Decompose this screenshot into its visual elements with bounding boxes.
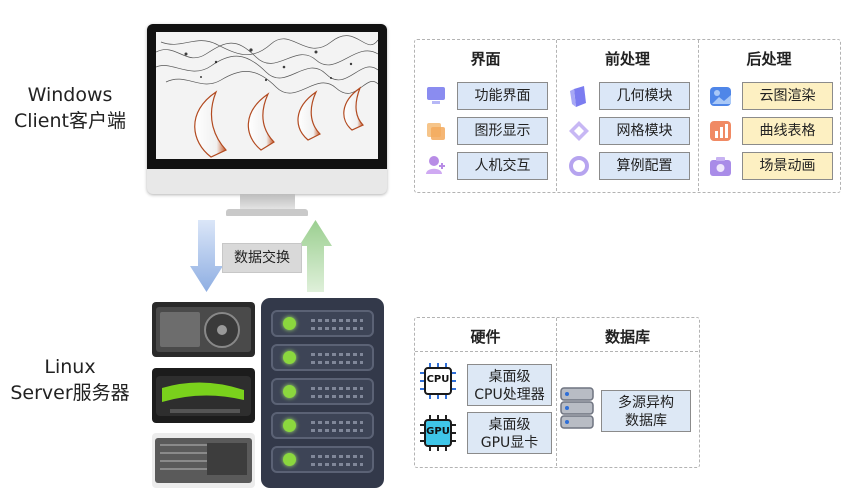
- item-desktop-cpu-line2: CPU处理器: [474, 387, 545, 403]
- data-exchange-arrows: [190, 220, 332, 292]
- item-multisource-database-line2: 数据库: [625, 413, 667, 429]
- rack-unit: [271, 446, 374, 473]
- item-multisource-database-line1: 多源异构: [618, 395, 674, 411]
- rack-unit: [271, 310, 374, 337]
- column-divider: [698, 40, 699, 191]
- monitor-stand-neck: [240, 194, 295, 210]
- item-desktop-gpu: 桌面级 GPU显卡: [467, 412, 552, 454]
- item-case-configuration: 算例配置: [599, 152, 690, 180]
- user-add-icon: [426, 156, 445, 174]
- cpu-chip-icon: CPU: [420, 363, 456, 399]
- status-led-icon: [283, 453, 296, 466]
- column-title-database: 数据库: [604, 328, 650, 346]
- gpu-card-3: [152, 433, 255, 488]
- cuboid-icon: [570, 86, 586, 107]
- server-rack: [261, 298, 384, 488]
- item-human-interaction: 人机交互: [457, 152, 548, 180]
- database-icon: [560, 387, 594, 429]
- item-desktop-gpu-line1: 桌面级: [488, 417, 531, 433]
- item-function-ui: 功能界面: [457, 82, 548, 110]
- item-curve-table: 曲线表格: [742, 117, 833, 145]
- simulation-render-image: [156, 32, 378, 159]
- column-divider: [556, 40, 557, 191]
- column-title-postprocess: 后处理: [746, 50, 792, 68]
- item-scene-animation: 场景动画: [742, 152, 833, 180]
- client-label: Windows Client客户端: [0, 82, 140, 134]
- gpu-card-2: [152, 368, 255, 423]
- server-label-line1: Linux: [44, 356, 96, 378]
- bar-chart-icon: [710, 121, 731, 141]
- item-graphics-display: 图形显示: [457, 117, 548, 145]
- image-icon: [427, 123, 445, 140]
- item-desktop-cpu: 桌面级 CPU处理器: [467, 364, 552, 406]
- item-desktop-gpu-line2: GPU显卡: [480, 435, 539, 451]
- status-led-icon: [283, 419, 296, 432]
- cpu-chip-label: CPU: [426, 374, 450, 385]
- status-led-icon: [283, 351, 296, 364]
- item-contour-rendering: 云图渲染: [742, 82, 833, 110]
- item-geometry-module: 几何模块: [599, 82, 690, 110]
- server-label-line2: Server服务器: [10, 382, 130, 404]
- item-mesh-module: 网格模块: [599, 117, 690, 145]
- column-title-preprocess: 前处理: [604, 50, 650, 68]
- rack-unit: [271, 344, 374, 371]
- monitor-icon: [427, 87, 445, 104]
- rack-unit: [271, 378, 374, 405]
- gpu-card-1: [152, 302, 255, 357]
- gpu-chip-icon: GPU: [420, 415, 456, 451]
- header-divider: [415, 351, 698, 352]
- ring-icon: [569, 156, 589, 176]
- item-multisource-database: 多源异构 数据库: [601, 390, 691, 432]
- column-divider: [556, 318, 557, 466]
- down-arrow-icon: [190, 220, 223, 292]
- cloud-image-icon: [710, 87, 731, 106]
- monitor-stand-base: [226, 209, 308, 216]
- client-label-line2: Client客户端: [13, 110, 126, 132]
- column-title-ui: 界面: [470, 50, 501, 68]
- status-led-icon: [283, 317, 296, 330]
- diamond-icon: [569, 121, 589, 141]
- status-led-icon: [283, 385, 296, 398]
- up-arrow-icon: [299, 220, 332, 292]
- camera-icon: [710, 157, 731, 176]
- gpu-chip-label: GPU: [426, 426, 450, 437]
- data-exchange-label: 数据交换: [222, 243, 302, 273]
- rack-unit: [271, 412, 374, 439]
- server-label: Linux Server服务器: [0, 354, 140, 406]
- item-desktop-cpu-line1: 桌面级: [488, 369, 531, 385]
- column-title-hardware: 硬件: [470, 328, 501, 346]
- client-label-line1: Windows: [27, 84, 113, 106]
